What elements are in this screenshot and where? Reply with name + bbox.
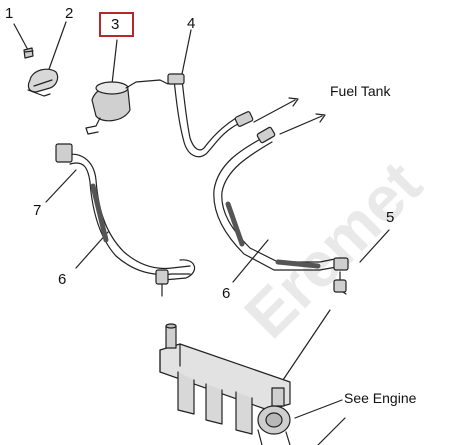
leader-2: [47, 21, 67, 73]
hose-6-left: [55, 143, 196, 297]
leader-tank-lower: [279, 115, 323, 135]
leader-engine-2: [317, 417, 346, 445]
callout-1: 1: [5, 5, 14, 22]
callout-4: 4: [187, 15, 196, 32]
leader-7: [45, 169, 77, 203]
callout-5: 5: [386, 209, 395, 226]
callout-6-left: 6: [58, 271, 67, 288]
fuel-rail: [159, 323, 291, 445]
callout-3: 3: [111, 16, 120, 33]
bolt-part: [23, 47, 34, 59]
leader-3: [111, 39, 118, 85]
leader-1: [13, 23, 29, 51]
hose-5: [213, 126, 349, 295]
callout-7: 7: [33, 202, 42, 219]
leader-5: [359, 229, 390, 263]
arrow-head-upper: [288, 97, 299, 107]
fuel-filter-part: [85, 79, 169, 135]
arrow-head-lower: [315, 113, 326, 123]
leader-engine-1: [294, 399, 343, 419]
callout-3-highlight: [99, 12, 134, 37]
hose-4: [167, 73, 254, 158]
leader-rail: [282, 309, 331, 381]
fuel-tank-label: Fuel Tank: [330, 83, 391, 99]
leader-6a: [75, 231, 109, 269]
leader-6b: [232, 239, 269, 283]
callout-6-right: 6: [222, 285, 231, 302]
leader-tank-upper: [253, 99, 296, 123]
clamp-part: [27, 68, 59, 97]
see-engine-label: See Engine: [344, 390, 417, 406]
callout-2: 2: [65, 5, 74, 22]
leader-4: [181, 29, 192, 75]
